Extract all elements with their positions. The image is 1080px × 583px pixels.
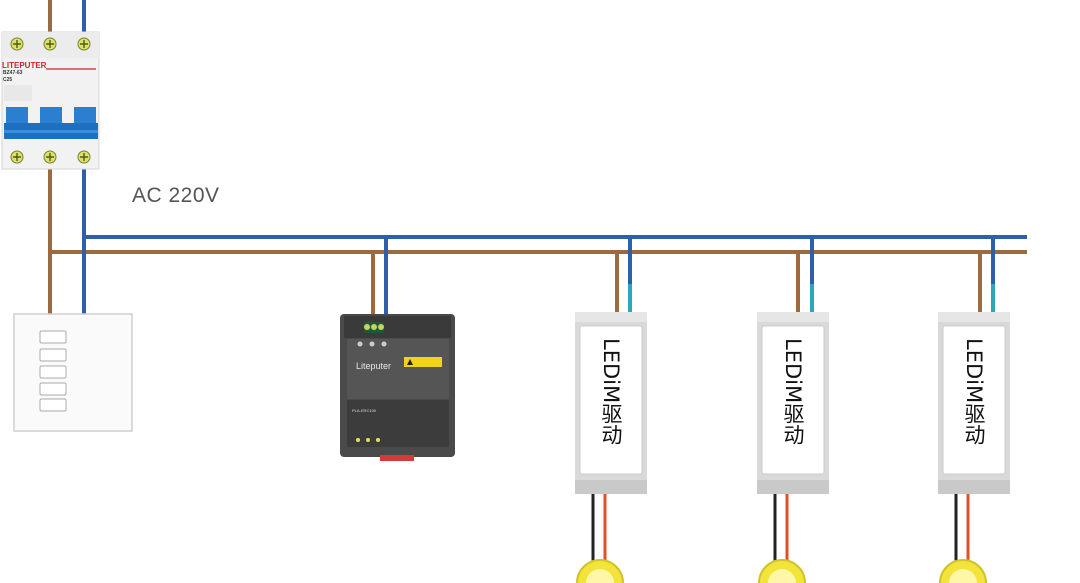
gateway-model-label: PLA-ERC100 <box>352 408 377 413</box>
circuit-breaker-icon <box>1 31 100 170</box>
led-lamp-icon <box>758 559 806 583</box>
led-output-wires <box>591 494 970 565</box>
gateway-status-leds <box>356 438 380 442</box>
breaker-toggles <box>4 107 98 139</box>
breaker-brand-label: LITEPUTER <box>2 61 47 70</box>
breaker-bottom-terminals <box>10 150 91 164</box>
breaker-model-label: BZ47-63 <box>3 70 23 76</box>
driver-label-1: LEDiM驱动 <box>599 338 623 446</box>
panel-buttons <box>39 330 67 412</box>
driver-label-2: LEDiM驱动 <box>781 338 805 446</box>
breaker-rating-label: C25 <box>3 77 13 83</box>
wall-switch-panel-icon <box>13 313 133 432</box>
breaker-top-terminals <box>10 37 91 51</box>
driver-label-3: LEDiM驱动 <box>962 338 986 446</box>
led-driver-icon <box>575 312 647 494</box>
supply-voltage-label: AC 220V <box>132 184 220 207</box>
wires <box>48 0 1027 326</box>
led-driver-icon <box>938 312 1010 494</box>
led-driver-icon <box>757 312 829 494</box>
gateway-brand-label: Liteputer <box>356 361 392 371</box>
led-lamp-icon <box>576 559 624 583</box>
dali-gateway-icon <box>340 314 455 461</box>
led-lamp-icon <box>939 559 987 583</box>
